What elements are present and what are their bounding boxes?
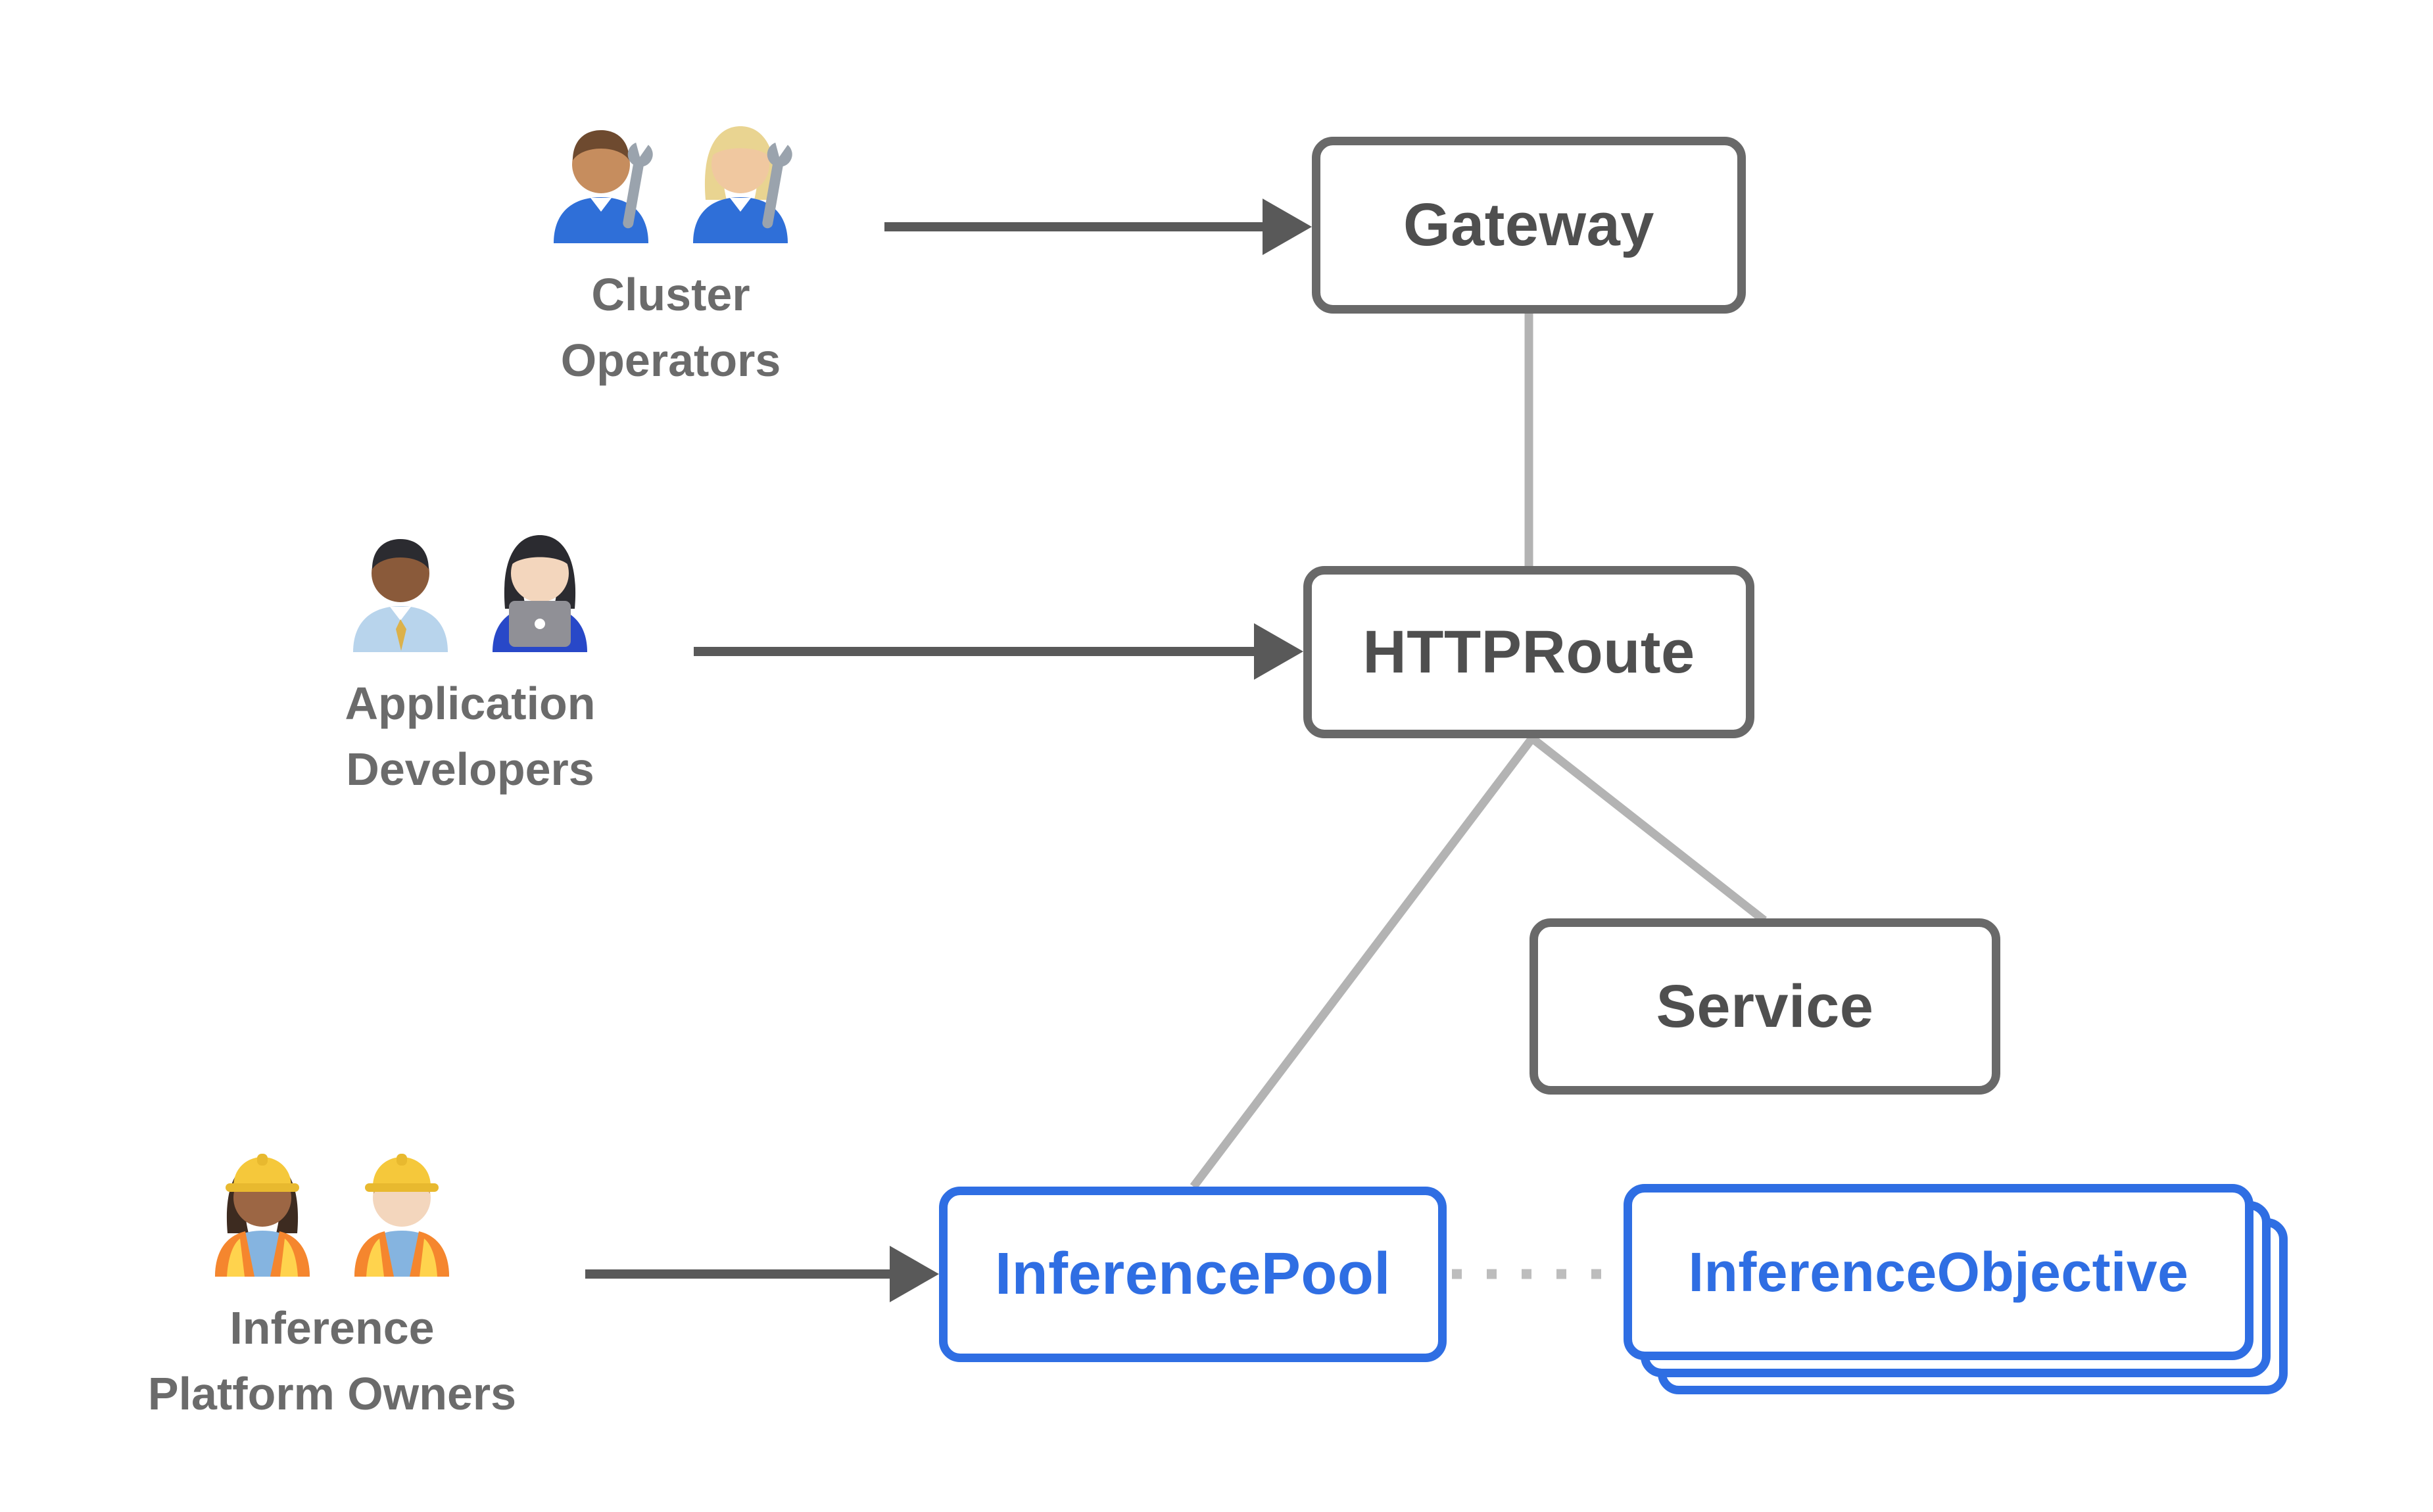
node-inferenceobjective-label: InferenceObjective [1688,1240,2189,1303]
cluster-operators-label: Cluster Operators [560,269,781,386]
node-gateway: Gateway [1312,137,1746,314]
man-mechanic-emoji-icon [535,112,667,243]
man-office-worker-emoji-icon [335,521,466,652]
arrow-inference-platform-owners-to-inferencepool [585,1246,939,1302]
node-inferenceobjective: InferenceObjective [1624,1184,2253,1360]
persona-cluster-operators: Cluster Operators [342,112,1000,393]
arrow-cluster-operators-to-gateway [884,199,1312,255]
persona-application-developers: Application Developers [141,521,799,802]
node-inferencepool: InferencePool [939,1187,1447,1362]
inference-platform-owners-emojis [197,1145,468,1277]
edge-httproute-inferencepool [1190,736,1536,1189]
edge-httproute-service [1529,734,1768,924]
application-developers-emojis [335,521,606,652]
woman-construction-worker-emoji-icon [197,1145,328,1277]
node-httproute: HTTPRoute [1303,566,1754,738]
man-construction-worker-emoji-icon [336,1145,468,1277]
persona-inference-platform-owners: Inference Platform Owners [3,1145,661,1427]
node-inferencepool-label: InferencePool [995,1241,1391,1307]
inference-platform-owners-label: Inference Platform Owners [147,1302,517,1419]
node-httproute-label: HTTPRoute [1362,618,1695,686]
application-developers-label: Application Developers [345,678,596,795]
node-gateway-label: Gateway [1403,191,1654,258]
cluster-operators-emojis [535,112,806,243]
woman-technologist-emoji-icon [474,521,606,652]
node-service-label: Service [1656,972,1874,1040]
woman-mechanic-emoji-icon [675,112,806,243]
arrow-application-developers-to-httproute [694,623,1303,680]
node-service: Service [1530,918,2000,1095]
